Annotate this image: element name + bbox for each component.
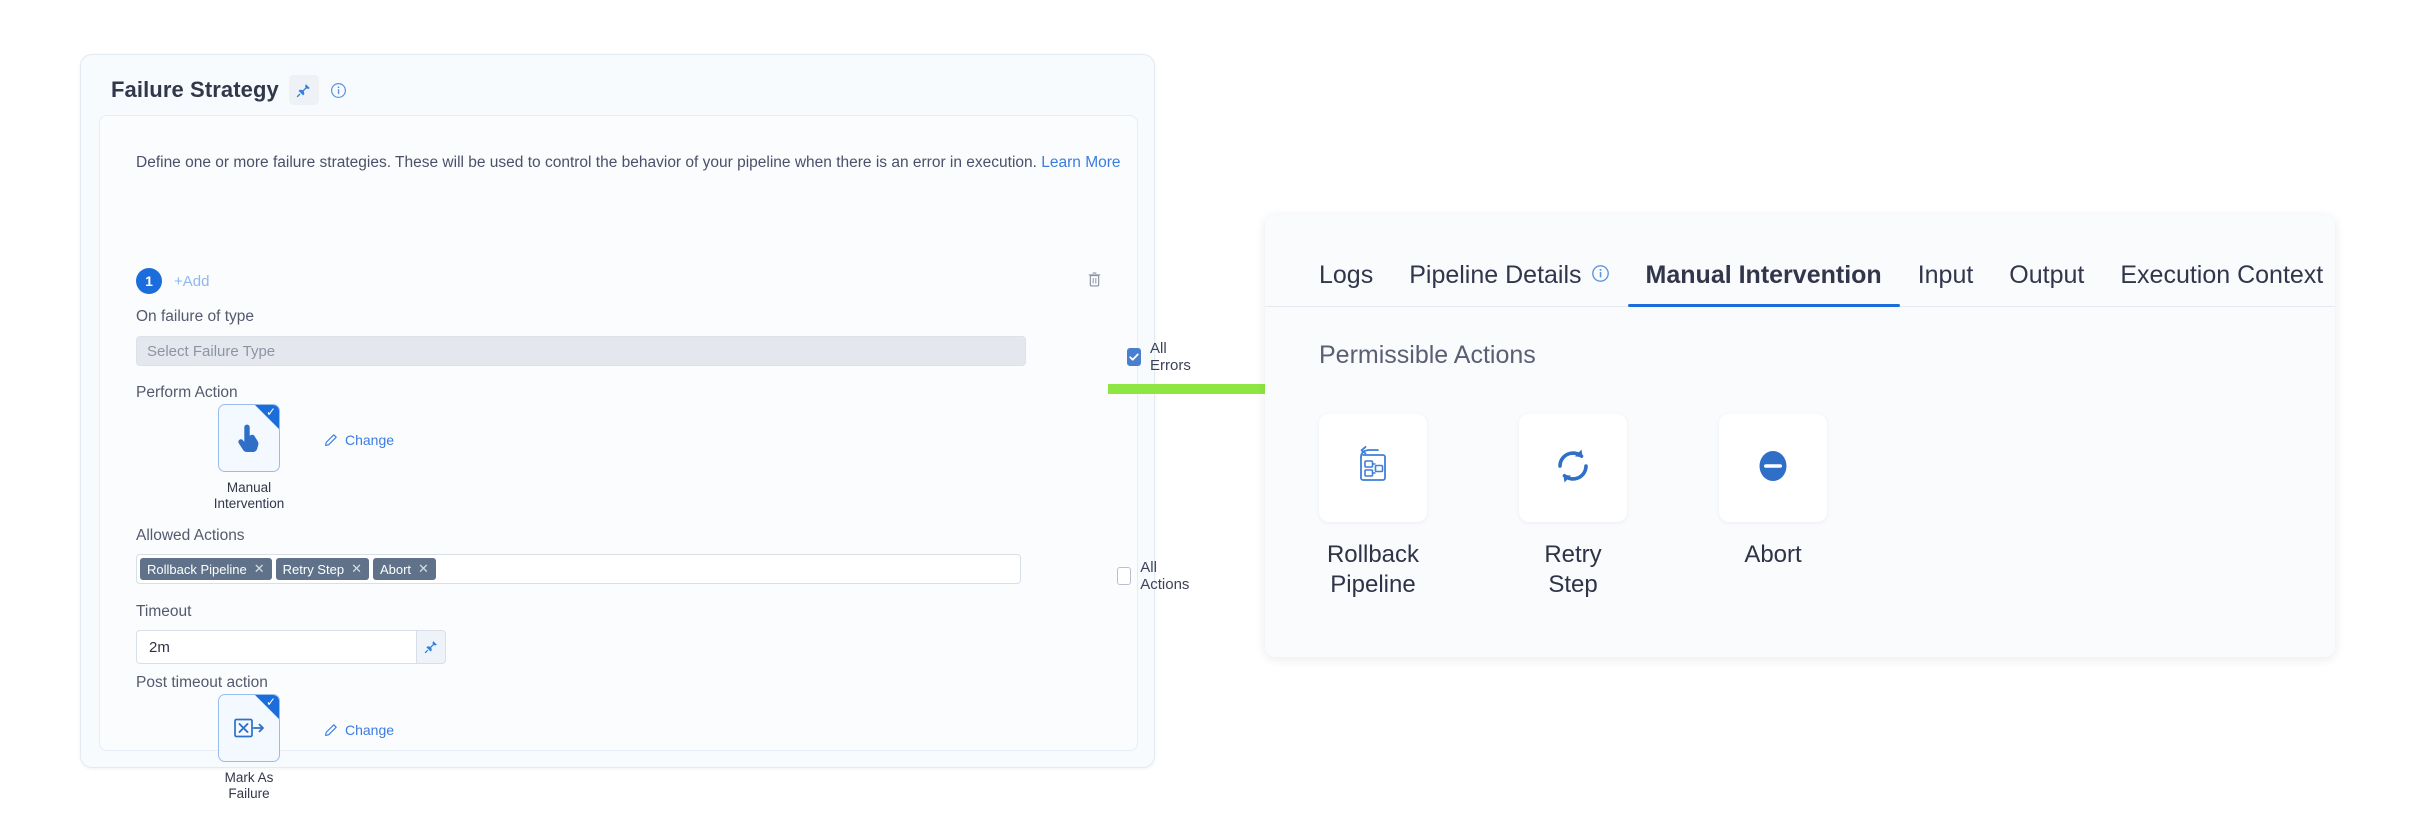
change-label: Change [345,722,395,738]
tab-input[interactable]: Input [1900,261,1992,306]
tab-execution-context[interactable]: Execution Context [2102,261,2341,306]
tab-manual-intervention[interactable]: Manual Intervention [1627,261,1900,307]
description-sentence: Define one or more failure strategies. T… [136,154,1037,171]
tag-label: Rollback Pipeline [147,561,247,577]
permissible-actions-grid: Rollback Pipeline Retry S [1319,414,2299,600]
tile-selected-check: ✓ [265,695,276,709]
tag-remove-icon[interactable]: ✕ [418,561,429,576]
action-label: Rollback Pipeline [1326,541,1420,598]
pin-icon[interactable] [288,75,319,105]
tab-label: Logs [1319,261,1374,289]
abort-icon [1749,442,1797,495]
info-icon[interactable] [1591,261,1610,290]
strategy-index-badge[interactable]: 1 [136,268,162,294]
tile-selected-corner [255,405,279,429]
perform-action-change-button[interactable]: Change [324,432,394,448]
page-title: Failure Strategy [111,77,279,102]
tab-label: Manual Intervention [1645,261,1882,289]
retry-glyph [1558,449,1588,482]
hand-pointer-icon [219,405,279,471]
tab-label: Pipeline Details [1409,261,1582,289]
tab-label: Execution Context [2120,261,2324,289]
add-strategy-button[interactable]: +Add [174,272,210,290]
timeout-field: 2m [136,630,446,664]
rollback-pipeline-glyph [1360,445,1386,481]
post-timeout-action-caption: Mark As Failure [224,770,274,801]
trash-icon [1088,271,1101,286]
action-retry-step[interactable]: Retry Step [1519,414,1627,600]
rollback-pipeline-icon [1350,443,1396,494]
tile-selected-check: ✓ [265,405,276,419]
pin-glyph [297,83,311,97]
failure-strategy-body: Define one or more failure strategies. T… [99,115,1191,801]
action-label: Abort [1744,541,1802,568]
failure-type-placeholder: Select Failure Type [147,342,276,360]
action-card[interactable] [1319,414,1427,522]
pencil-icon [325,434,337,446]
tab-pipeline-details[interactable]: Pipeline Details [1391,261,1627,306]
perform-action-tile[interactable]: ✓ [218,404,280,472]
all-actions-checkbox-row[interactable]: All Actions [1117,559,1193,593]
tab-content-manual-intervention: Permissible Actions [1265,307,2335,600]
tag-retry-step[interactable]: Retry Step ✕ [275,558,369,580]
pencil-icon [325,724,337,736]
check-icon [1129,353,1139,361]
tab-label: Output [2009,261,2085,289]
all-actions-label: All Actions [1140,559,1190,593]
info-glyph [331,82,347,98]
post-timeout-action-change-button[interactable]: Change [324,722,394,738]
description-text: Define one or more failure strategies. T… [136,154,1121,172]
tile-selected-corner [255,695,279,719]
abort-glyph [1759,450,1787,481]
mark-as-failure-icon [219,695,279,761]
tag-remove-icon[interactable]: ✕ [351,561,362,576]
tab-logs[interactable]: Logs [1301,261,1391,306]
allowed-actions-input[interactable]: Rollback Pipeline ✕ Retry Step ✕ Abort ✕ [136,554,1021,584]
action-abort[interactable]: Abort [1719,414,1827,600]
learn-more-link[interactable]: Learn More [1041,154,1121,171]
timeout-input[interactable]: 2m [136,630,416,664]
tag-rollback-pipeline[interactable]: Rollback Pipeline ✕ [140,558,272,580]
hand-pointer-glyph [238,424,259,452]
timeout-label: Timeout [136,603,192,620]
post-timeout-action-label: Post timeout action [136,674,268,691]
perform-action-label: Perform Action [136,384,238,401]
green-arrow [1108,372,1328,411]
mark-as-failure-glyph [234,718,264,738]
delete-strategy-button[interactable] [1086,270,1103,293]
failure-type-select[interactable]: Select Failure Type [136,336,1026,366]
info-glyph [1591,265,1609,282]
all-errors-checkbox-row[interactable]: All Errors [1127,340,1195,374]
timeout-pin-icon[interactable] [416,630,446,664]
action-card[interactable] [1519,414,1627,522]
tab-label: Input [1917,261,1974,289]
tag-label: Abort [379,561,412,577]
allowed-actions-label: Allowed Actions [136,527,245,544]
all-errors-label: All Errors [1150,340,1191,374]
green-arrow-glyph [1108,375,1326,403]
tab-output[interactable]: Output [1991,261,2102,306]
perform-action-caption: Manual Intervention [213,480,285,511]
all-actions-checkbox[interactable] [1117,567,1132,585]
strategy-row: 1 +Add [136,266,1103,296]
action-card[interactable] [1719,414,1827,522]
all-errors-checkbox[interactable] [1127,348,1141,366]
tag-remove-icon[interactable]: ✕ [253,561,265,576]
execution-details-panel: Logs Pipeline Details Manual Interventio… [1265,215,2335,657]
permissible-actions-heading: Permissible Actions [1319,341,1536,369]
tag-label: Retry Step [282,561,345,577]
on-failure-of-type-label: On failure of type [136,308,255,325]
info-icon[interactable] [329,80,349,100]
tab-bar: Logs Pipeline Details Manual Interventio… [1265,215,2335,307]
action-label: Retry Step [1544,541,1602,598]
failure-strategy-header: Failure Strategy [81,55,1154,119]
retry-icon [1548,441,1598,496]
timeout-value: 2m [149,638,170,656]
change-label: Change [345,432,395,448]
post-timeout-action-tile[interactable]: ✓ [218,694,280,762]
tag-abort[interactable]: Abort ✕ [372,558,436,580]
failure-strategy-card: Failure Strategy Define one or more fail… [80,54,1191,801]
pin-glyph [424,641,437,654]
action-rollback-pipeline[interactable]: Rollback Pipeline [1319,414,1427,600]
